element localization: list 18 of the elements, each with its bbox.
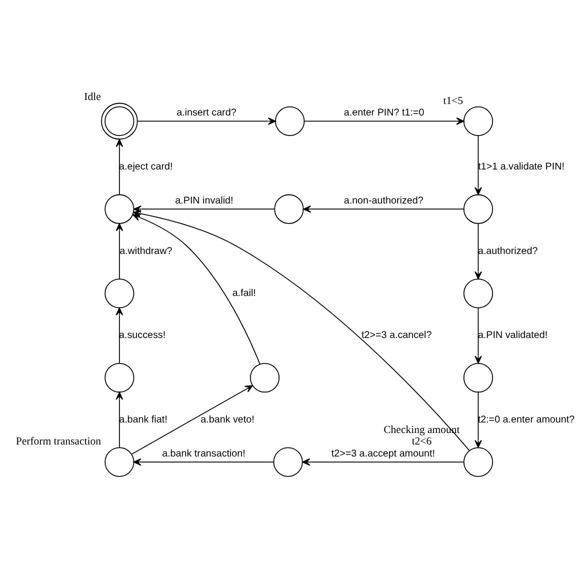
edge-label: a.bank veto!	[200, 414, 254, 426]
node-label: Idle	[84, 91, 101, 104]
edge-label: t2:=0 a.enter amount?	[478, 414, 575, 426]
edge-label: t2>=3 a.accept amount!	[331, 448, 435, 460]
edge-label: a.fail!	[232, 288, 256, 299]
edge-label: a.authorized?	[478, 246, 538, 257]
edge-label: a.insert card?	[176, 108, 236, 119]
node-label: t1<5	[443, 94, 464, 107]
edge-label: a.PIN validated!	[478, 330, 548, 342]
edge-label: a.PIN invalid!	[175, 196, 234, 207]
node-label: Perform transaction	[16, 436, 101, 448]
edge-label: a.withdraw?	[120, 246, 172, 257]
edge-label: t1>1 a.validate PIN!	[478, 161, 564, 172]
node-label: t2<6	[412, 436, 432, 448]
edge-label: a.enter PIN? t1:=0	[344, 108, 424, 119]
edge-label: a.bank transaction!	[162, 448, 246, 460]
edge-label: a.non-authorized?	[344, 196, 424, 207]
edge-label: t2>=3 a.cancel?	[362, 330, 432, 342]
